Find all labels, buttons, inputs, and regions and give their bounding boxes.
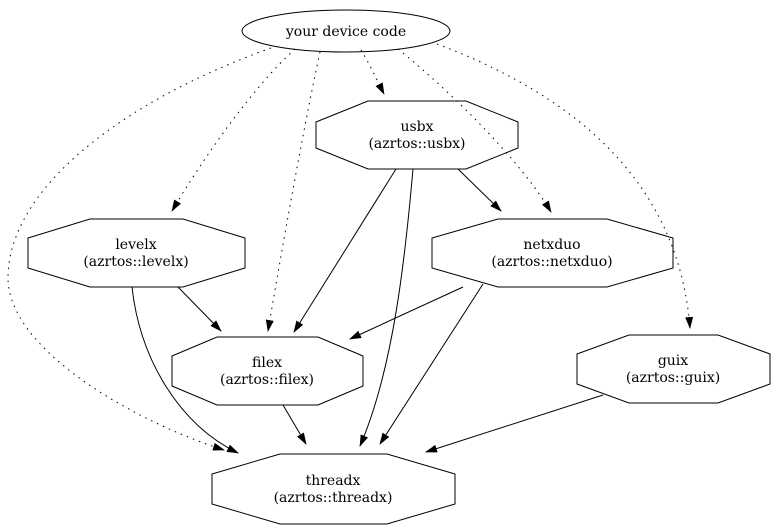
- threadx-octagon: [211, 453, 456, 525]
- filex-package: (azrtos::filex): [220, 372, 314, 388]
- edge-usbx-to-netxduo: [457, 168, 502, 212]
- usbx-name: usbx: [400, 119, 433, 135]
- node-guix: guix (azrtos::guix): [576, 334, 771, 404]
- levelx-package: (azrtos::levelx): [83, 254, 188, 270]
- guix-octagon: [576, 334, 771, 404]
- edge-device-code-to-filex: [265, 51, 321, 332]
- device-code-ellipse: [241, 9, 451, 53]
- netxduo-package: (azrtos::netxduo): [491, 254, 612, 270]
- node-usbx: usbx (azrtos::usbx): [315, 100, 519, 170]
- levelx-octagon: [27, 218, 246, 288]
- edge-guix-to-threadx: [425, 394, 604, 453]
- usbx-package: (azrtos::usbx): [368, 136, 465, 152]
- node-device-code: your device code: [241, 9, 451, 53]
- edge-usbx-to-filex: [293, 168, 397, 333]
- edge-usbx-to-threadx: [359, 168, 414, 447]
- node-levelx: levelx (azrtos::levelx): [27, 218, 246, 288]
- edge-group: [7, 43, 694, 454]
- edge-device-code-to-levelx: [171, 48, 296, 212]
- device-code-label: your device code: [285, 24, 406, 40]
- threadx-package: (azrtos::threadx): [274, 490, 393, 506]
- node-filex: filex (azrtos::filex): [171, 336, 364, 406]
- netxduo-octagon: [431, 218, 674, 288]
- edge-device-code-to-guix: [436, 43, 694, 329]
- guix-name: guix: [658, 353, 688, 369]
- edge-levelx-to-threadx: [131, 286, 239, 454]
- filex-name: filex: [252, 355, 282, 371]
- edge-filex-to-threadx: [282, 404, 307, 445]
- edge-netxduo-to-filex: [349, 286, 464, 340]
- node-threadx: threadx (azrtos::threadx): [211, 453, 456, 525]
- threadx-name: threadx: [306, 473, 361, 489]
- levelx-name: levelx: [115, 237, 156, 253]
- filex-octagon: [171, 336, 364, 406]
- guix-package: (azrtos::guix): [626, 370, 720, 386]
- usbx-octagon: [315, 100, 519, 170]
- edge-device-code-to-netxduo: [397, 48, 552, 213]
- edge-netxduo-to-threadx: [379, 283, 484, 445]
- edge-levelx-to-filex: [177, 286, 222, 332]
- node-netxduo: netxduo (azrtos::netxduo): [431, 218, 674, 288]
- edge-device-code-to-usbx: [360, 49, 385, 95]
- netxduo-name: netxduo: [523, 237, 580, 253]
